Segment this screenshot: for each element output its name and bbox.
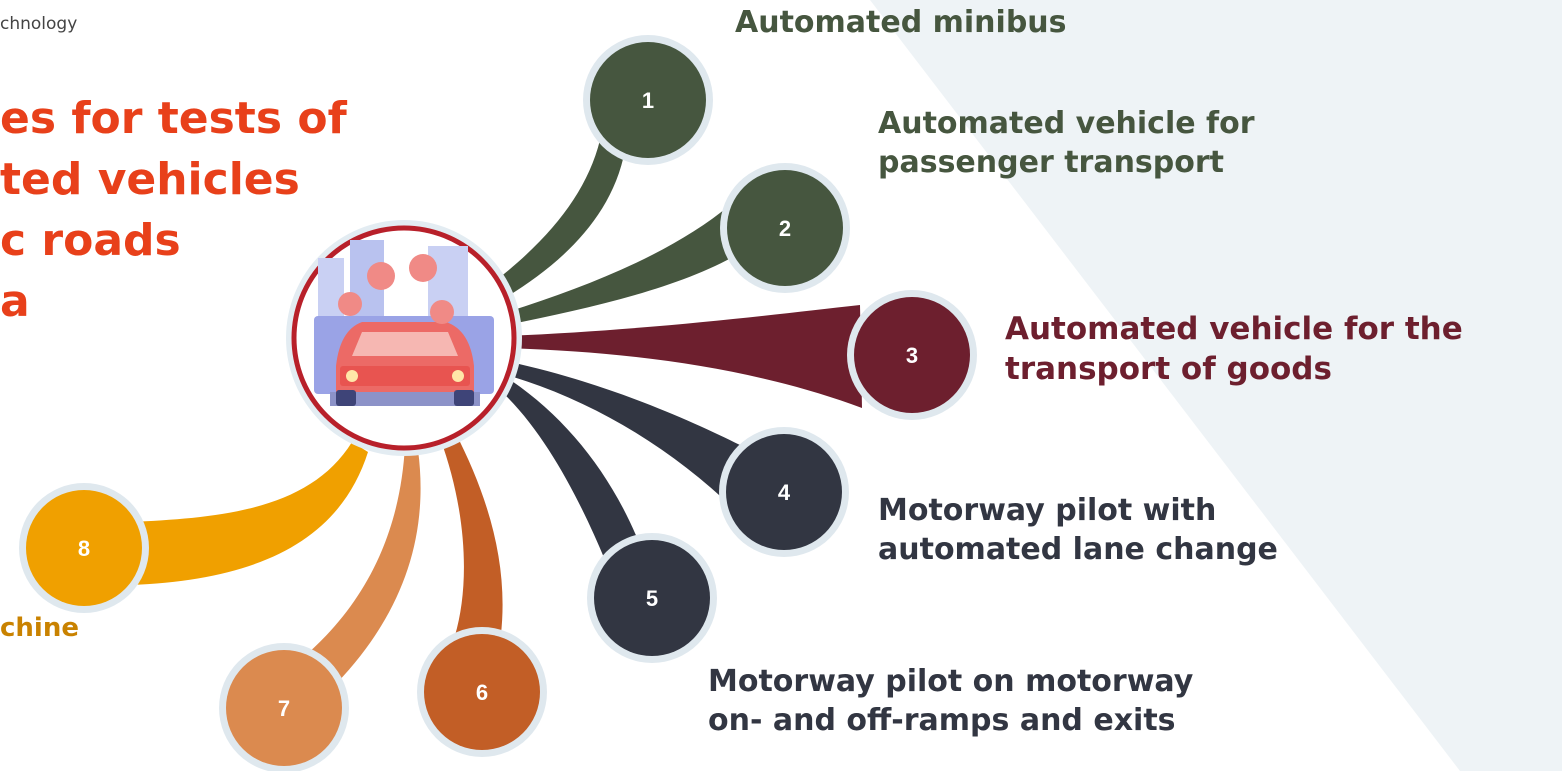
ribbon-4 <box>496 360 760 535</box>
node-number: 4 <box>778 480 791 505</box>
node-1: 1 <box>583 35 713 165</box>
node-5: 5 <box>587 533 717 663</box>
background-panel <box>870 0 1562 771</box>
ribbon-8 <box>130 442 368 585</box>
ribbon-5 <box>488 372 640 560</box>
ribbon-3 <box>505 305 862 408</box>
title-line: ted vehicles <box>0 154 300 205</box>
brand-text: chnology <box>0 14 78 34</box>
title-line: c roads <box>0 215 181 266</box>
node-number: 8 <box>78 536 90 561</box>
ribbon-1 <box>470 140 625 312</box>
page-title: es for tests of ted vehicles c roads a <box>0 88 347 332</box>
item-1-label: Automated minibus <box>735 3 1067 42</box>
extra-label-line: on- and off-ramps and exits <box>708 703 1176 738</box>
node-number: 1 <box>642 88 654 113</box>
item-2-label-line: Automated vehicle for <box>878 106 1255 141</box>
item-1-label-line: Automated minibus <box>735 5 1067 40</box>
node-4: 4 <box>719 427 849 557</box>
node-7: 7 <box>219 643 349 773</box>
ribbon-2 <box>488 205 745 328</box>
node-3: 3 <box>847 290 977 420</box>
node-6: 6 <box>417 627 547 757</box>
extra-label-line: Motorway pilot on motorway <box>708 664 1194 699</box>
node-number: 2 <box>779 216 791 241</box>
item-8-label-line: chine <box>0 613 79 643</box>
item-4-label-line: Motorway pilot with <box>878 493 1217 528</box>
item-3-label-line: Automated vehicle for the <box>1005 311 1463 347</box>
node-8: 8 <box>19 483 149 613</box>
node-number: 7 <box>278 696 290 721</box>
item-4-label: Motorway pilot with automated lane chang… <box>878 491 1278 569</box>
ribbon-6 <box>440 432 503 650</box>
node-number: 5 <box>646 586 658 611</box>
extra-label: Motorway pilot on motorway on- and off-r… <box>708 662 1193 740</box>
item-4-label-line: automated lane change <box>878 532 1278 567</box>
title-line: es for tests of <box>0 93 347 144</box>
item-8-label: chine <box>0 612 79 646</box>
node-2: 2 <box>720 163 850 293</box>
node-number: 6 <box>476 680 488 705</box>
item-2-label: Automated vehicle for passenger transpor… <box>878 104 1255 182</box>
connected-car-icon <box>314 240 494 406</box>
hub <box>286 220 522 456</box>
node-number: 3 <box>906 343 918 368</box>
title-line: a <box>0 276 30 327</box>
item-3-label-line: transport of goods <box>1005 351 1332 388</box>
item-2-label-line: passenger transport <box>878 145 1225 180</box>
item-3-label: Automated vehicle for the transport of g… <box>1005 309 1463 390</box>
